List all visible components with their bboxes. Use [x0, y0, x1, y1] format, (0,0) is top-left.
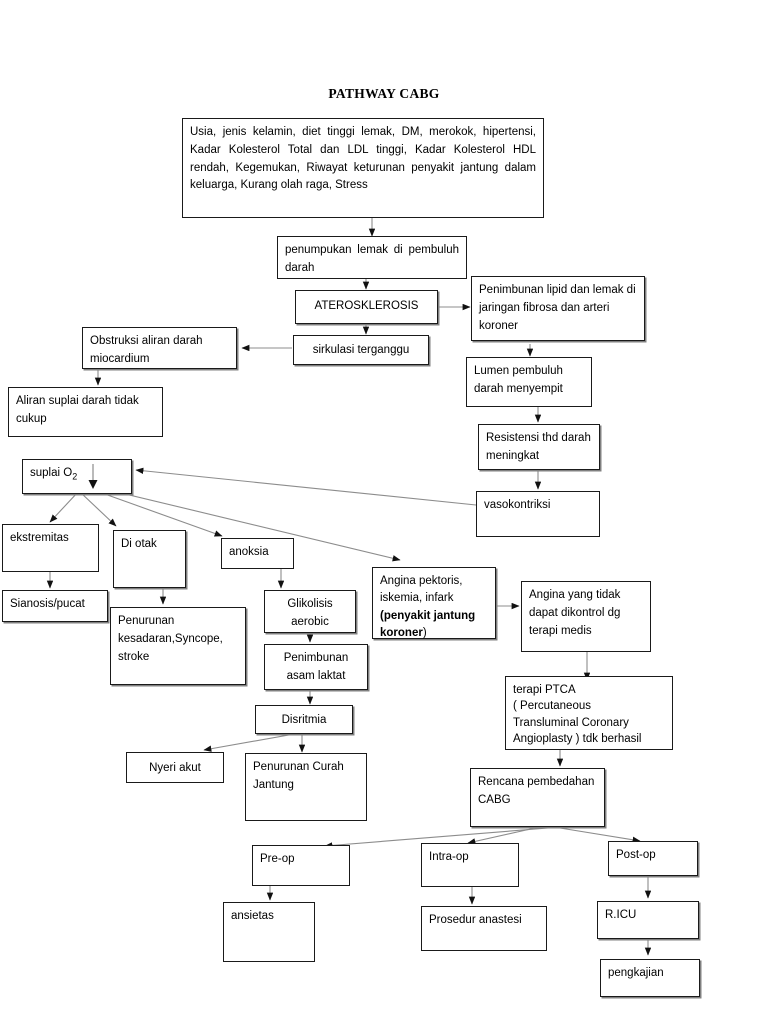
- node-label: ATEROSKLEROSIS: [314, 300, 419, 312]
- node-terapi-ptca[interactable]: terapi PTCA ( Percutaneous Transluminal …: [505, 676, 673, 750]
- node-rencana-pembedahan-cabg[interactable]: Rencana pembedahan CABG: [470, 768, 605, 827]
- node-label: ekstremitas: [10, 532, 69, 544]
- node-label: Penimbunan asam laktat: [283, 652, 349, 682]
- node-label: vasokontriksi: [484, 499, 551, 511]
- node-label: sirkulasi terganggu: [312, 344, 410, 356]
- node-label: Resistensi thd darah meningkat: [486, 432, 591, 462]
- node-angina-tidak-terkontrol[interactable]: Angina yang tidak dapat dikontrol dg ter…: [521, 581, 651, 652]
- node-label: anoksia: [229, 546, 269, 558]
- node-label: Sianosis/pucat: [10, 598, 85, 610]
- node-label: Di otak: [121, 538, 157, 550]
- node-label: Glikolisis aerobic: [287, 598, 333, 628]
- node-r-icu[interactable]: R.ICU: [597, 901, 699, 939]
- node-label: Intra-op: [429, 851, 469, 863]
- node-label-line: Transluminal Coronary: [513, 716, 629, 729]
- node-label: Post-op: [616, 849, 656, 861]
- node-ekstremitas[interactable]: ekstremitas: [2, 524, 99, 572]
- node-label: pengkajian: [608, 967, 664, 979]
- node-penurunan-curah-jantung[interactable]: Penurunan Curah Jantung: [245, 753, 367, 821]
- node-label: Nyeri akut: [149, 762, 201, 774]
- node-obstruksi-aliran[interactable]: Obstruksi aliran darah miocardium: [82, 327, 237, 369]
- node-label: Penurunan kesadaran,Syncope, stroke: [118, 615, 223, 663]
- node-glikolisis-aerobic[interactable]: Glikolisis aerobic: [264, 590, 356, 633]
- node-pengkajian[interactable]: pengkajian: [600, 959, 700, 997]
- node-aterosklerosis[interactable]: ATEROSKLEROSIS: [295, 290, 438, 324]
- node-asam-laktat[interactable]: Penimbunan asam laktat: [264, 644, 368, 690]
- node-label-line: terapi PTCA: [513, 684, 576, 696]
- node-label-prefix: Angina pektoris, iskemia, infark: [380, 575, 463, 605]
- node-nyeri-akut[interactable]: Nyeri akut: [126, 752, 224, 783]
- node-aliran-suplai-darah[interactable]: Aliran suplai darah tidak cukup: [8, 387, 163, 437]
- node-risk-factors[interactable]: Usia, jenis kelamin, diet tinggi lemak, …: [182, 118, 544, 218]
- node-label: penumpukan lemak di pembuluh darah: [285, 244, 459, 274]
- node-label: Obstruksi aliran darah miocardium: [90, 335, 203, 365]
- node-penimbunan-lipid[interactable]: Penimbunan lipid dan lemak di jaringan f…: [471, 276, 645, 341]
- node-label: Pre-op: [260, 853, 295, 865]
- node-vasokontriksi[interactable]: vasokontriksi: [476, 491, 600, 537]
- node-penumpukan-lemak[interactable]: penumpukan lemak di pembuluh darah: [277, 236, 467, 279]
- node-disritmia[interactable]: Disritmia: [255, 705, 353, 734]
- node-label: Penurunan Curah Jantung: [253, 761, 344, 791]
- node-prosedur-anastesi[interactable]: Prosedur anastesi: [421, 906, 547, 951]
- node-pre-op[interactable]: Pre-op: [252, 845, 350, 886]
- node-anoksia[interactable]: anoksia: [221, 538, 294, 569]
- node-intra-op[interactable]: Intra-op: [421, 843, 519, 887]
- node-label-line: ( Percutaneous: [513, 700, 591, 713]
- node-label: Aliran suplai darah tidak cukup: [16, 395, 139, 425]
- node-label: Angina yang tidak dapat dikontrol dg ter…: [529, 589, 621, 637]
- node-sirkulasi-terganggu[interactable]: sirkulasi terganggu: [293, 335, 429, 365]
- node-penurunan-kesadaran[interactable]: Penurunan kesadaran,Syncope, stroke: [110, 607, 246, 685]
- node-label: Prosedur anastesi: [429, 914, 522, 926]
- node-ansietas[interactable]: ansietas: [223, 902, 315, 962]
- node-resistensi-darah[interactable]: Resistensi thd darah meningkat: [478, 424, 600, 470]
- node-suplai-o2[interactable]: suplai O2: [22, 459, 132, 494]
- node-label-line: Angioplasty ) tdk berhasil: [513, 732, 642, 745]
- node-label: Rencana pembedahan CABG: [478, 776, 595, 806]
- node-label: R.ICU: [605, 909, 637, 921]
- node-angina-pektoris[interactable]: Angina pektoris, iskemia, infark (penyak…: [372, 567, 496, 639]
- node-label: ansietas: [231, 910, 274, 922]
- node-label: Disritmia: [281, 714, 327, 726]
- node-sianosis-pucat[interactable]: Sianosis/pucat: [2, 590, 108, 622]
- page-title: PATHWAY CABG: [328, 86, 440, 101]
- node-label-subscript: 2: [72, 471, 78, 482]
- node-label-suffix: ): [422, 626, 427, 639]
- node-lumen-menyempit[interactable]: Lumen pembuluh darah menyempit: [466, 357, 592, 407]
- node-label: Usia, jenis kelamin, diet tinggi lemak, …: [190, 126, 536, 192]
- node-label: Lumen pembuluh darah menyempit: [474, 365, 563, 395]
- node-label: suplai O: [30, 467, 73, 479]
- node-di-otak[interactable]: Di otak: [113, 530, 186, 588]
- node-post-op[interactable]: Post-op: [608, 841, 698, 876]
- node-label-bold: (penyakit jantung koroner: [380, 609, 476, 639]
- node-label: Penimbunan lipid dan lemak di jaringan f…: [479, 284, 636, 332]
- down-arrow-icon: [88, 464, 98, 489]
